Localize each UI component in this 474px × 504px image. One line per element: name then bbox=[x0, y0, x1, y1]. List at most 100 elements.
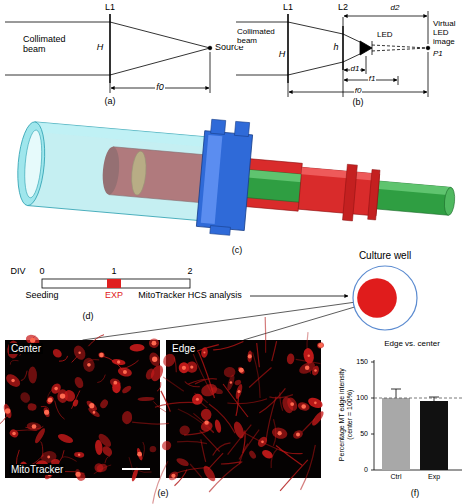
optics-diagram-a bbox=[5, 22, 110, 75]
mitochondria-spot bbox=[237, 390, 240, 393]
step-label: Seeding bbox=[24, 291, 59, 301]
mitochondria-spot bbox=[5, 408, 11, 414]
neurite-stain bbox=[190, 464, 202, 478]
mitochondria-spot bbox=[308, 355, 310, 357]
mitochondria-spot bbox=[152, 357, 157, 362]
cell-stain bbox=[132, 317, 325, 504]
mitochondria-spot bbox=[171, 474, 175, 478]
mitochondria-spot bbox=[93, 411, 96, 414]
cell-stain bbox=[74, 452, 85, 458]
panel-label: (f) bbox=[410, 489, 421, 499]
cell-stain bbox=[27, 403, 37, 411]
cell-stain bbox=[160, 439, 173, 452]
bar-chart bbox=[371, 362, 374, 470]
category-label: Ctrl bbox=[390, 473, 403, 481]
well-outline bbox=[352, 265, 418, 331]
connector-line bbox=[83, 302, 354, 340]
cell-stain bbox=[310, 410, 325, 428]
cell-stain bbox=[137, 397, 154, 402]
cell-stain bbox=[210, 386, 224, 395]
device-cad bbox=[343, 164, 358, 221]
neurite-stain bbox=[276, 446, 302, 466]
device-cad bbox=[101, 146, 121, 195]
cell-stain bbox=[200, 420, 214, 432]
cell-stain bbox=[281, 396, 296, 415]
cell-stain bbox=[297, 401, 311, 412]
cell-stain bbox=[214, 419, 223, 433]
mitochondria-spot bbox=[48, 398, 53, 403]
device-cad bbox=[443, 187, 455, 216]
cell-stain bbox=[18, 391, 31, 405]
cell-stain bbox=[256, 435, 269, 449]
mitochondria-spot bbox=[113, 381, 117, 385]
neurite-stain bbox=[153, 461, 168, 503]
neurite-stain bbox=[301, 445, 316, 490]
optics-diagram-b bbox=[288, 22, 343, 75]
cell-stain bbox=[4, 372, 23, 390]
timeline-bar bbox=[42, 279, 190, 288]
mitochondria-spot bbox=[204, 420, 208, 424]
device-cad bbox=[28, 122, 225, 222]
point-label: P1 bbox=[432, 50, 444, 59]
optics-diagram-b bbox=[372, 41, 373, 55]
neurite-stain bbox=[223, 384, 248, 417]
mitochondria-spot bbox=[290, 402, 294, 406]
lens-label: L2 bbox=[337, 3, 349, 13]
neurite-stain bbox=[269, 395, 293, 398]
image-label: Virtual LED image bbox=[432, 20, 472, 46]
cell-stain bbox=[175, 456, 190, 467]
cell-stain bbox=[95, 462, 108, 473]
device-cad bbox=[14, 103, 460, 255]
mitochondria-spot bbox=[305, 366, 309, 370]
day-number: 1 bbox=[110, 267, 117, 277]
cell-stain bbox=[74, 468, 81, 480]
neurite-stain bbox=[221, 462, 241, 464]
step-label: MitoTracker HCS analysis bbox=[137, 291, 243, 301]
neurite-stain bbox=[200, 430, 220, 451]
neurite-stain bbox=[157, 382, 161, 391]
cell-stain bbox=[147, 351, 162, 368]
cell-stain bbox=[167, 470, 180, 482]
mitochondria-spot bbox=[54, 387, 58, 391]
neurite-stain bbox=[88, 335, 104, 347]
mitochondria-spot bbox=[47, 456, 50, 459]
cell-stain bbox=[149, 338, 160, 348]
neurite-stain bbox=[161, 391, 170, 412]
neurite-stain bbox=[195, 379, 217, 384]
neurite-stain bbox=[265, 317, 267, 353]
category-label: Exp bbox=[427, 473, 441, 481]
neurite-stain bbox=[55, 401, 65, 420]
optics-diagram-b bbox=[360, 41, 372, 55]
mitochondria-spot bbox=[76, 472, 81, 477]
tick-label: 50 bbox=[359, 430, 369, 438]
mitochondria-spot bbox=[60, 393, 65, 398]
panel-label: (b) bbox=[352, 98, 365, 108]
cell-stain bbox=[302, 347, 315, 364]
cell-stain bbox=[87, 406, 101, 418]
mitochondria-spot bbox=[314, 402, 317, 405]
axis-title: Percentage MT edge intensity (center = 1… bbox=[338, 358, 353, 472]
neurite-stain bbox=[136, 470, 151, 472]
device-cad bbox=[237, 169, 451, 215]
connector-line bbox=[244, 307, 355, 340]
cell-stain bbox=[28, 366, 37, 383]
cell-stain bbox=[178, 424, 191, 436]
cell-stain bbox=[73, 376, 85, 390]
neurite-stain bbox=[105, 456, 110, 463]
optics-diagram-b bbox=[344, 16, 427, 17]
mitochondria-spot bbox=[261, 440, 264, 443]
neurite-stain bbox=[21, 371, 27, 381]
image-title: Edge bbox=[170, 343, 197, 354]
cell-stain bbox=[247, 350, 252, 362]
cell-stain bbox=[311, 365, 320, 377]
cell-stain bbox=[111, 358, 126, 366]
cell-stain bbox=[96, 432, 113, 449]
device-cad bbox=[34, 122, 224, 149]
bar-chart bbox=[371, 360, 462, 470]
cell-stain bbox=[51, 347, 63, 359]
neurite-stain bbox=[249, 368, 271, 388]
cell-stain bbox=[237, 366, 246, 375]
panel-label: (d) bbox=[82, 312, 95, 322]
optics-diagram-b bbox=[343, 11, 428, 44]
